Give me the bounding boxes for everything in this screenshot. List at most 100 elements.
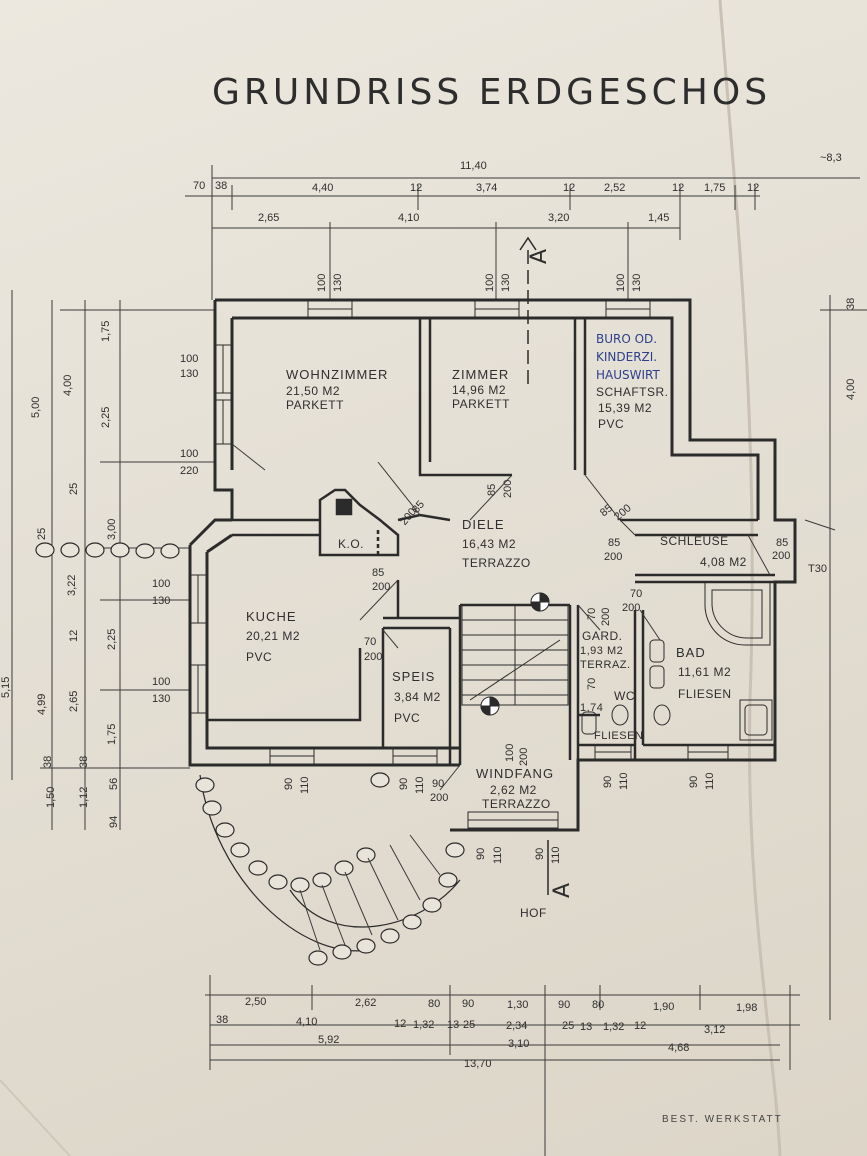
dim-top-row2-2: 4,10 — [398, 212, 420, 224]
dim-left-c1-4: 38 — [42, 755, 54, 768]
win-left-wz1-w: 100 — [180, 353, 199, 365]
curved-stone-wall — [35, 542, 465, 966]
room-schleuse-name: SCHLEUSE — [660, 534, 729, 548]
door-gard-h: 200 — [600, 607, 612, 626]
room-speis-name: SPEIS — [392, 669, 436, 684]
dim-top-row2-1: 2,65 — [258, 212, 280, 224]
dim-bottom-1: 2,50 — [245, 996, 267, 1008]
section-mark-top: A — [527, 248, 553, 265]
room-windfang-name: WINDFANG — [476, 766, 555, 781]
dim-bottom-6: 90 — [558, 999, 571, 1011]
room-wc-floor: FLIESEN — [594, 730, 644, 742]
door-speis-h: 200 — [364, 651, 383, 663]
dim-bottom-r3-3: 4,68 — [668, 1042, 690, 1054]
outside-steps — [299, 834, 441, 951]
dim-top-row2-4: 1,45 — [648, 212, 670, 224]
dim-left-c2-1: 4,00 — [62, 374, 74, 396]
room-buero-note1: BURO OD. — [596, 332, 658, 346]
room-wc-area: 1,74 — [580, 702, 604, 714]
win-bad-bottom2-h: 110 — [704, 772, 716, 790]
dim-bottom-r2-12: 3,12 — [704, 1024, 726, 1036]
dim-top-7: 2,52 — [604, 182, 626, 194]
dim-bottom-r2-5: 13 — [447, 1019, 460, 1031]
stamp-text: BEST. WERKSTATT — [662, 1114, 783, 1125]
room-diele-floor: TERRAZZO — [462, 556, 531, 570]
room-buero-note2: KINDERZI. — [596, 350, 658, 364]
dim-bottom-r2-11: 12 — [634, 1020, 647, 1032]
room-zimmer-floor: PARKETT — [452, 397, 510, 411]
room-buero-note4: SCHAFTSR. — [596, 385, 669, 399]
door-ku-h: 200 — [372, 581, 391, 593]
door-wf-in-h: 200 — [518, 747, 530, 766]
staircase — [461, 592, 569, 716]
dim-left-c3-8: 56 — [108, 777, 120, 790]
room-speis-area: 3,84 M2 — [394, 690, 441, 704]
win-bad-bottom2-w: 90 — [688, 775, 700, 788]
dim-bottom-r2-3: 12 — [394, 1018, 407, 1030]
room-gard-area: 1,93 M2 — [580, 645, 624, 657]
door-zi-w: 85 — [486, 483, 498, 496]
win-left-wz1-h: 130 — [180, 368, 199, 380]
dim-bottom-r2-10: 1,32 — [603, 1021, 625, 1033]
dim-bottom-r2-2: 4,10 — [296, 1016, 318, 1028]
door-schleuse1-h: 200 — [604, 551, 623, 563]
room-gard-name: GARD. — [582, 629, 623, 643]
room-gard-floor: TERRAZ. — [580, 659, 631, 671]
room-wohnzimmer-name: WOHNZIMMER — [286, 367, 389, 382]
dim-bottom-r2-8: 25 — [562, 1020, 575, 1032]
section-mark-bottom: A — [550, 882, 576, 899]
dim-top-9: 1,75 — [704, 182, 726, 194]
room-diele-area: 16,43 M2 — [462, 537, 517, 551]
win-top-zi-w: 100 — [484, 273, 496, 292]
dim-left-c3-9: 94 — [108, 815, 120, 828]
room-bad-name: BAD — [676, 645, 706, 660]
win-left-wz2-h: 220 — [180, 465, 199, 477]
dim-bottom-7: 80 — [592, 999, 605, 1011]
win-ku-bottom-w: 90 — [283, 777, 295, 790]
room-hof-name: HOF — [520, 906, 547, 920]
bottom-dimension-lines — [205, 975, 800, 1156]
win-bad-bottom1-w: 90 — [602, 775, 614, 788]
door-wf-in-w: 100 — [504, 743, 516, 762]
win-top-zi-h: 130 — [500, 273, 512, 292]
top-dimension-lines — [185, 165, 860, 300]
dim-left-c1-3: 1,50 — [45, 786, 57, 808]
win-ku-bottom-h: 110 — [299, 776, 311, 794]
dim-bottom-r2-4: 1,32 — [413, 1019, 435, 1031]
dim-left-c2-3: 25 — [36, 527, 48, 540]
win-hof1-w: 90 — [475, 847, 487, 860]
wc-dim: 70 — [586, 677, 598, 690]
dim-top-2: 38 — [215, 180, 228, 192]
door-swings — [231, 443, 771, 791]
dim-left-c3-3: 3,00 — [106, 518, 118, 540]
dim-left-c2-2: 25 — [68, 482, 80, 495]
room-wc-name: WC — [614, 689, 635, 703]
dim-top-6: 12 — [563, 182, 576, 194]
win-left-ku1-h: 130 — [152, 595, 171, 607]
dim-left-outer: 5,15 — [0, 676, 12, 698]
paper-crease — [0, 1079, 71, 1156]
dim-left-c3-5: 2,65 — [68, 690, 80, 712]
room-bad-area: 11,61 M2 — [678, 665, 732, 679]
win-top-wz-h: 130 — [332, 273, 344, 292]
room-buero-area: 15,39 M2 — [598, 401, 653, 415]
room-windfang-floor: TERRAZZO — [482, 797, 551, 811]
dim-bottom-r2-1: 38 — [216, 1014, 229, 1026]
room-windfang-area: 2,62 M2 — [490, 783, 537, 797]
room-schleuse-area: 4,08 M2 — [700, 555, 747, 569]
dim-bottom-overall: 13,70 — [464, 1058, 492, 1070]
dim-bottom-8: 1,90 — [653, 1001, 675, 1013]
win-left-ku2-w: 100 — [152, 676, 171, 688]
win-hof1-h: 110 — [492, 846, 504, 864]
windows — [189, 299, 729, 829]
dim-overall-top: 11,40 — [460, 160, 487, 172]
dim-bottom-5: 1,30 — [507, 999, 529, 1011]
door-windfang-h: 200 — [430, 792, 449, 804]
dim-top-5: 3,74 — [476, 182, 498, 194]
dim-right-2: 4,00 — [845, 378, 857, 400]
dim-top-10: 12 — [747, 182, 760, 194]
dim-left-c3-1: 1,75 — [100, 320, 112, 342]
room-zimmer-name: ZIMMER — [452, 367, 510, 382]
door-bad-h: 200 — [622, 602, 641, 614]
